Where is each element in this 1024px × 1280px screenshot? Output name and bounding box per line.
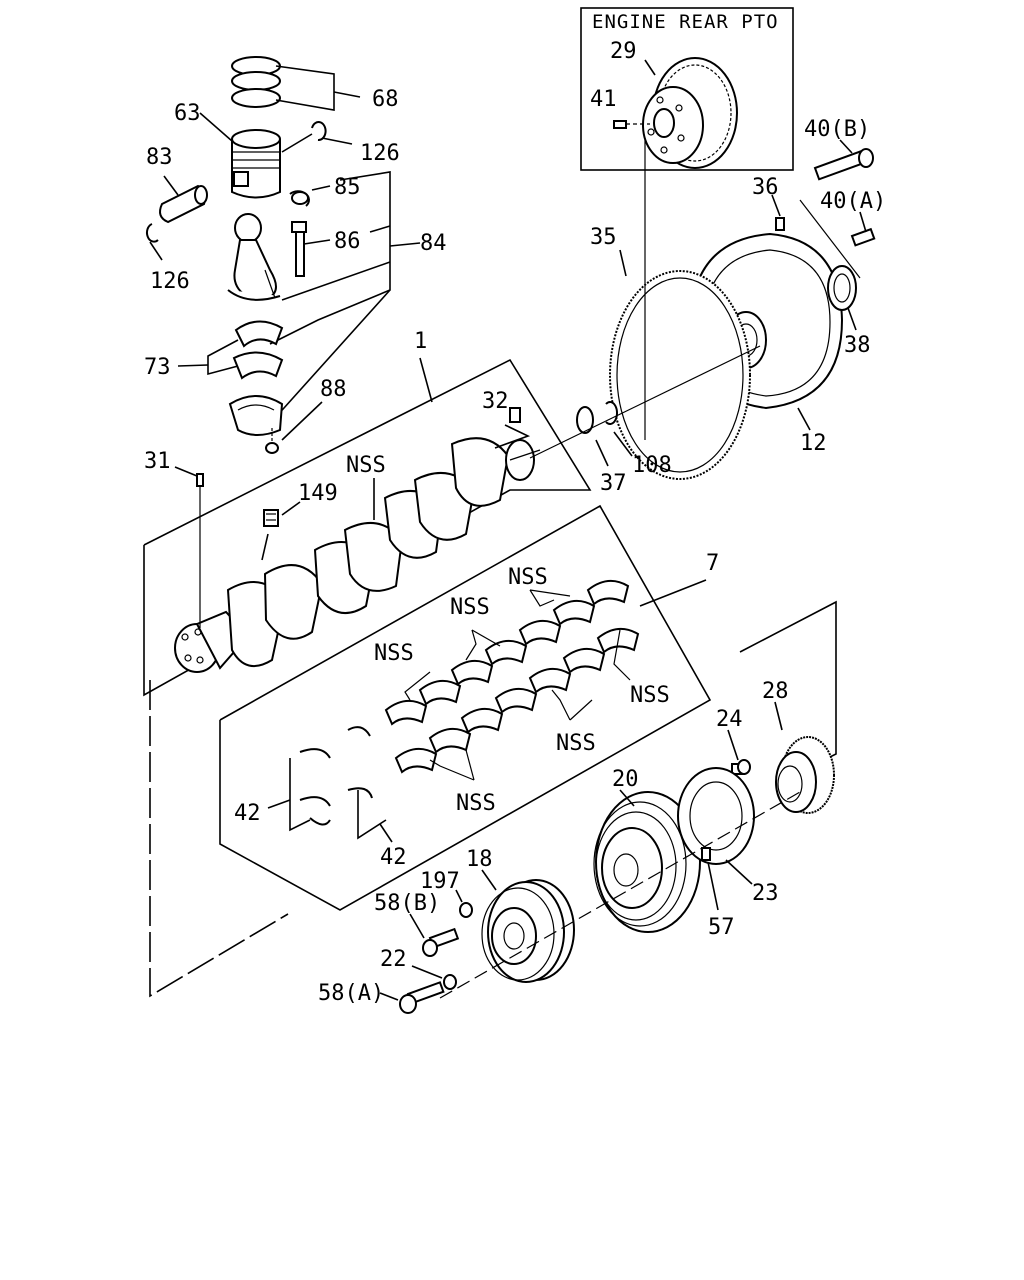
label-32: 32 [482, 389, 509, 414]
small-end-bushing-85 [289, 185, 331, 207]
label-84: 84 [420, 231, 447, 256]
pto-bolt-41 [613, 120, 650, 129]
rod-bolt-86 [291, 221, 331, 277]
label-126-left: 126 [150, 269, 190, 294]
bracket-84-88 [269, 171, 421, 419]
label-1: 1 [414, 329, 427, 354]
label-nss-5: NSS [556, 731, 596, 756]
label-88: 88 [320, 377, 347, 402]
dowel-pin-32 [494, 407, 531, 449]
dowel-pin-36 [771, 194, 785, 231]
label-37: 37 [600, 471, 627, 496]
inset-title: ENGINE REAR PTO [592, 11, 779, 33]
pulley-18 [481, 869, 575, 983]
label-31: 31 [144, 449, 171, 474]
label-83: 83 [146, 145, 173, 170]
label-24: 24 [716, 707, 743, 732]
label-58b: 58(B) [374, 891, 440, 916]
label-29: 29 [610, 39, 637, 64]
label-22: 22 [380, 947, 407, 972]
label-73: 73 [144, 355, 171, 380]
label-197: 197 [420, 869, 460, 894]
pilot-bearing-38 [827, 265, 857, 331]
label-85: 85 [334, 175, 361, 200]
label-20: 20 [612, 767, 639, 792]
label-63: 63 [174, 101, 201, 126]
label-18: 18 [466, 847, 493, 872]
label-nss-2: NSS [450, 595, 490, 620]
dowel-57 [701, 847, 719, 911]
label-58a: 58(A) [318, 981, 384, 1006]
nss-leaders [404, 589, 631, 781]
rod-bearing-73 [177, 320, 284, 380]
piston-rings-68 [231, 56, 361, 111]
label-nss-crank: NSS [346, 453, 386, 478]
bolt-24 [727, 729, 751, 775]
bolt-58b [409, 913, 460, 957]
label-126-top: 126 [360, 141, 400, 166]
label-7: 7 [706, 551, 719, 576]
label-149: 149 [298, 481, 338, 506]
label-57: 57 [708, 915, 735, 940]
label-23: 23 [752, 881, 779, 906]
label-36: 36 [752, 175, 779, 200]
label-28: 28 [762, 679, 789, 704]
washer-197 [455, 889, 473, 918]
piston-pin-83 [159, 175, 208, 224]
label-38: 38 [844, 333, 871, 358]
bolt-58a [379, 981, 445, 1014]
label-42-left: 42 [234, 801, 261, 826]
rod-cap-88 [228, 395, 323, 454]
flywheel-bolt-40b [813, 139, 874, 181]
label-nss-4: NSS [630, 683, 670, 708]
label-nss-6: NSS [456, 791, 496, 816]
label-35: 35 [590, 225, 617, 250]
part-labels: 29 41 68 63 126 83 85 86 84 126 73 88 1 … [144, 39, 886, 1006]
washer-22 [411, 965, 457, 990]
oil-seal-37 [576, 406, 609, 467]
snap-ring-108 [605, 401, 633, 457]
label-41: 41 [590, 87, 617, 112]
label-nss-1: NSS [508, 565, 548, 590]
snap-ring-126-left [145, 223, 163, 261]
plate-23 [677, 767, 755, 885]
label-86: 86 [334, 229, 361, 254]
label-40a: 40(A) [820, 189, 886, 214]
connecting-rod-84 [227, 213, 281, 301]
label-108: 108 [632, 453, 672, 478]
plug-149 [261, 501, 301, 561]
piston-63 [199, 112, 281, 199]
crankshaft-assembly [143, 357, 592, 697]
crankshaft [174, 437, 541, 673]
label-40b: 40(B) [804, 117, 870, 142]
dowel-pin-31 [174, 466, 204, 628]
damper-20 [593, 789, 701, 933]
inset-frame [580, 7, 794, 171]
label-68: 68 [372, 87, 399, 112]
pto-gear-29 [642, 57, 738, 169]
gear-28 [774, 701, 835, 814]
label-12: 12 [800, 431, 827, 456]
label-42-right: 42 [380, 845, 407, 870]
engine-rear-pto-inset: ENGINE REAR PTO [580, 7, 794, 171]
bolt-40a [850, 211, 876, 247]
main-bearings-assembly [219, 504, 712, 911]
label-nss-3: NSS [374, 641, 414, 666]
thrust-washers-42 [267, 726, 393, 843]
snap-ring-126-top [281, 121, 353, 153]
